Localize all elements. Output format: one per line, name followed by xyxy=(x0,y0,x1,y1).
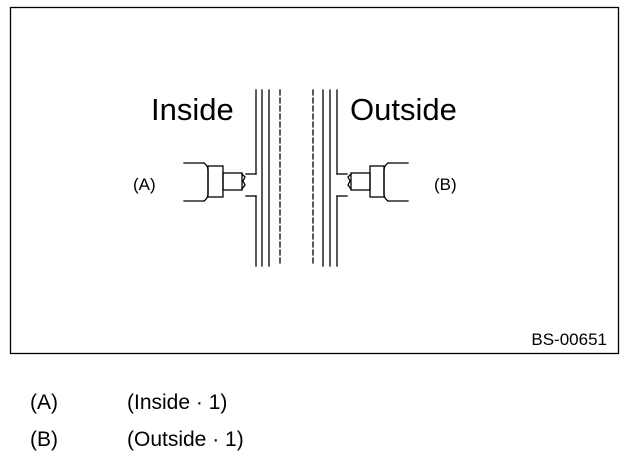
legend-key: (A) xyxy=(30,391,58,414)
legend-key: (B) xyxy=(30,428,58,451)
legend-desc: (Outside · 1) xyxy=(127,428,244,451)
tool-a-inside xyxy=(183,162,246,202)
figure-id: BS-00651 xyxy=(531,330,607,349)
figure-frame xyxy=(9,6,620,355)
label-b: (B) xyxy=(434,175,457,194)
tool-b-outside xyxy=(347,162,409,202)
outside-panel xyxy=(312,89,348,267)
label-a: (A) xyxy=(133,175,156,194)
inside-panel xyxy=(245,89,281,267)
label-inside: Inside xyxy=(151,92,234,127)
label-outside: Outside xyxy=(350,92,457,127)
legend-desc: (Inside · 1) xyxy=(127,391,228,414)
